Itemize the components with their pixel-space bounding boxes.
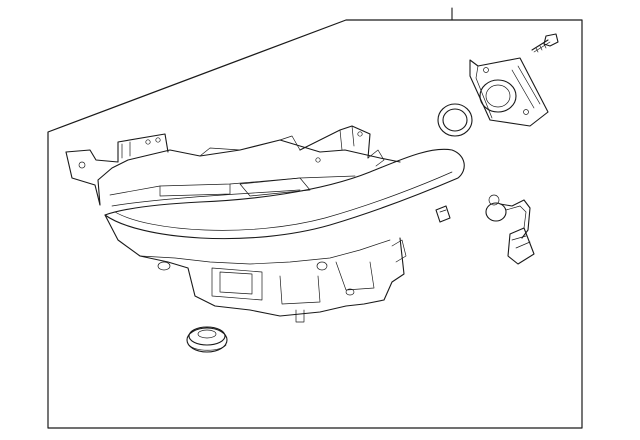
- diagram-frame: [47, 7, 583, 429]
- dust-cap-grommet[interactable]: [186, 326, 228, 353]
- ballast-control-unit[interactable]: [469, 57, 549, 127]
- headlamp-assembly[interactable]: [65, 125, 465, 323]
- mounting-bolt[interactable]: [531, 33, 559, 53]
- bulb-socket-harness[interactable]: [485, 194, 535, 265]
- o-ring-seal[interactable]: [437, 103, 473, 137]
- retaining-clip[interactable]: [435, 205, 451, 223]
